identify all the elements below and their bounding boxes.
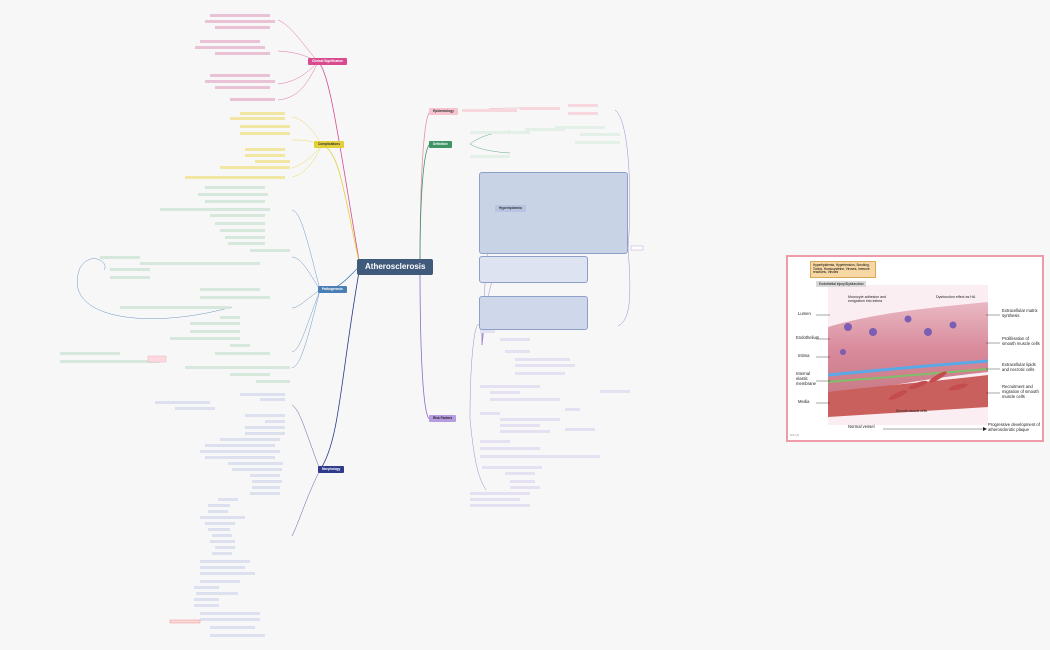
branch-definition[interactable]: Definition [429,141,452,149]
risk-group-box-hyperlipidemia [479,172,628,254]
branch-clinical-significance[interactable]: Clinical Significance [308,58,347,66]
branch-pathogenesis[interactable]: Pathogenesis [318,286,347,294]
normal-vessel-label: Normal vessel [848,424,875,429]
risk-group-label[interactable]: Hyperlipidemia [495,205,526,213]
monocyte-label: Monocyte adhesion and emigration into in… [848,295,887,304]
branch-risk-factors[interactable]: Risk Factors [429,415,457,423]
ecm-label: Extracellular matrix synthesis [1002,308,1038,318]
figure-caption: link (1) [790,433,800,437]
branch-morphology[interactable]: Morphology [318,466,345,474]
risk-factors-callout: Hyperlipidemia, Hypertension, Smoking, T… [810,261,876,279]
smc-label: Smooth muscle cells [896,409,928,413]
internal-elastic-label: Internal elastic membrane [796,371,817,386]
risk-group-box-3 [479,296,588,330]
proliferation-label: Proliferation of smooth muscle cells [1002,336,1040,346]
progressive-label: Progressive development of atherosclerot… [988,422,1040,432]
branch-epidemiology[interactable]: Epidemiology [429,108,458,116]
figure-panel[interactable]: Hyperlipidemia, Hypertension, Smoking, T… [786,255,1044,442]
branch-complications[interactable]: Complications [314,141,344,149]
recruitment-label: Recruitment and migration of smooth musc… [1002,384,1039,399]
lumen-label: Lumen [798,311,811,316]
endothelium-label: Endothelium [796,335,820,340]
lipids-label: Extracellular lipids and necrotic cells [1002,362,1036,372]
endothelial-injury-label: Endothelial injury/Dysfunction [816,281,867,287]
dysfunction-label: Dysfunction effect as HA [936,295,976,299]
intima-label: Intima [798,353,810,358]
artery-illustration [816,285,1000,431]
risk-group-box-2 [479,256,588,283]
media-label: Media [798,399,810,404]
central-topic[interactable]: Atherosclerosis [357,259,434,275]
